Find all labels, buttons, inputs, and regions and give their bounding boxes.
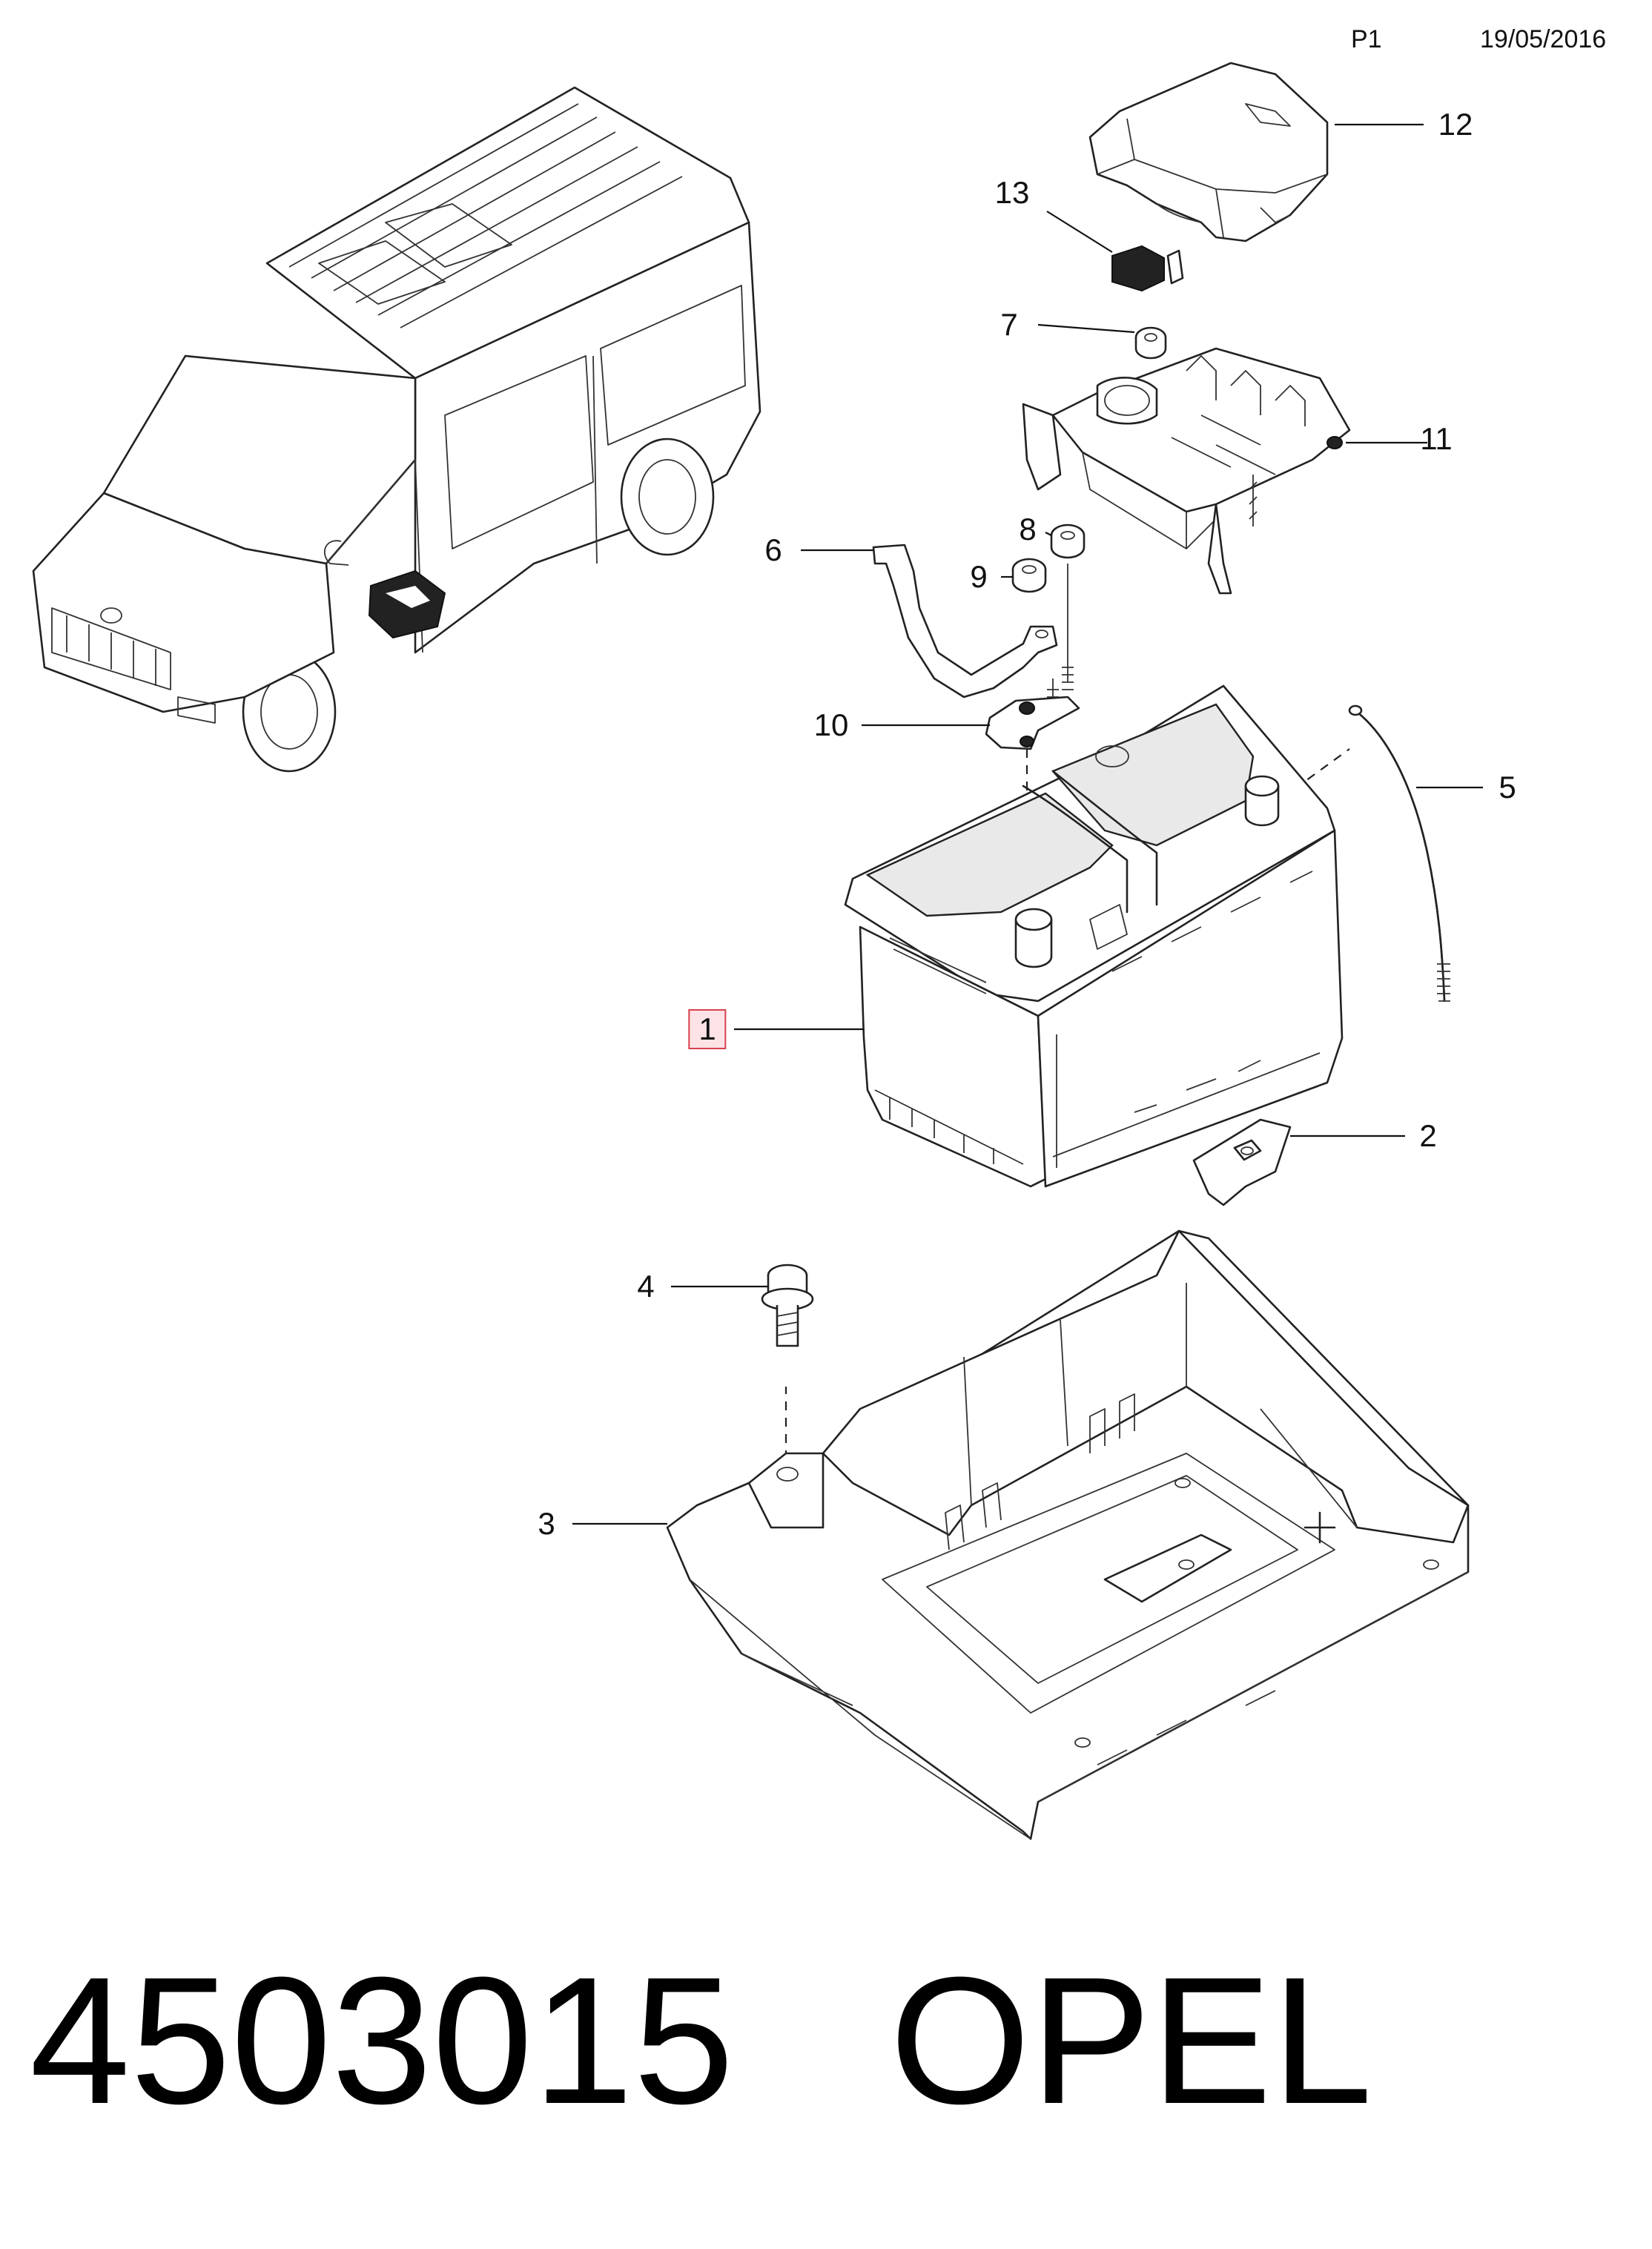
callout-4[interactable]: 4 xyxy=(637,1269,655,1304)
hold-down-studs xyxy=(1047,564,1074,712)
part-12-battery-cover xyxy=(1088,62,1329,242)
part-13-connector xyxy=(1111,245,1184,292)
part-9-nut xyxy=(1011,558,1047,593)
callout-11[interactable]: 11 xyxy=(1420,421,1453,456)
callout-9[interactable]: 9 xyxy=(970,559,988,594)
part-3-battery-tray xyxy=(666,1229,1470,1840)
part-number: 4503015 xyxy=(30,1939,734,2141)
van-side-window xyxy=(444,355,594,549)
van-front xyxy=(32,492,335,713)
part-7-nut xyxy=(1134,326,1167,360)
callout-13[interactable]: 13 xyxy=(994,175,1030,210)
van-roof xyxy=(265,86,750,380)
part-1-battery xyxy=(844,684,1344,1188)
callout-1[interactable]: 1 xyxy=(688,1009,727,1049)
callout-3[interactable]: 3 xyxy=(538,1506,555,1541)
part-11-terminal-fuse-box xyxy=(1022,347,1351,595)
brand-name: OPEL xyxy=(889,1939,1372,2141)
diagram-date: 19/05/2016 xyxy=(1480,25,1607,53)
callout-12[interactable]: 12 xyxy=(1438,107,1473,142)
part-8-nut xyxy=(1050,524,1086,559)
part-2-clamp-plate xyxy=(1192,1118,1292,1206)
page-label: P1 xyxy=(1351,25,1382,53)
van-illustration xyxy=(32,86,761,773)
callout-2[interactable]: 2 xyxy=(1419,1118,1437,1153)
callout-7[interactable]: 7 xyxy=(1000,307,1018,342)
part-10-bracket xyxy=(985,696,1080,750)
callout-5[interactable]: 5 xyxy=(1499,770,1516,805)
part-6-hold-down-clamp xyxy=(872,544,1058,699)
callout-6[interactable]: 6 xyxy=(764,532,782,567)
van-rear-window xyxy=(600,285,746,446)
part-4-bolt xyxy=(761,1264,814,1347)
part-5-vent-hose xyxy=(1348,704,1450,1003)
callout-10[interactable]: 10 xyxy=(813,707,849,742)
callout-8[interactable]: 8 xyxy=(1019,512,1037,546)
